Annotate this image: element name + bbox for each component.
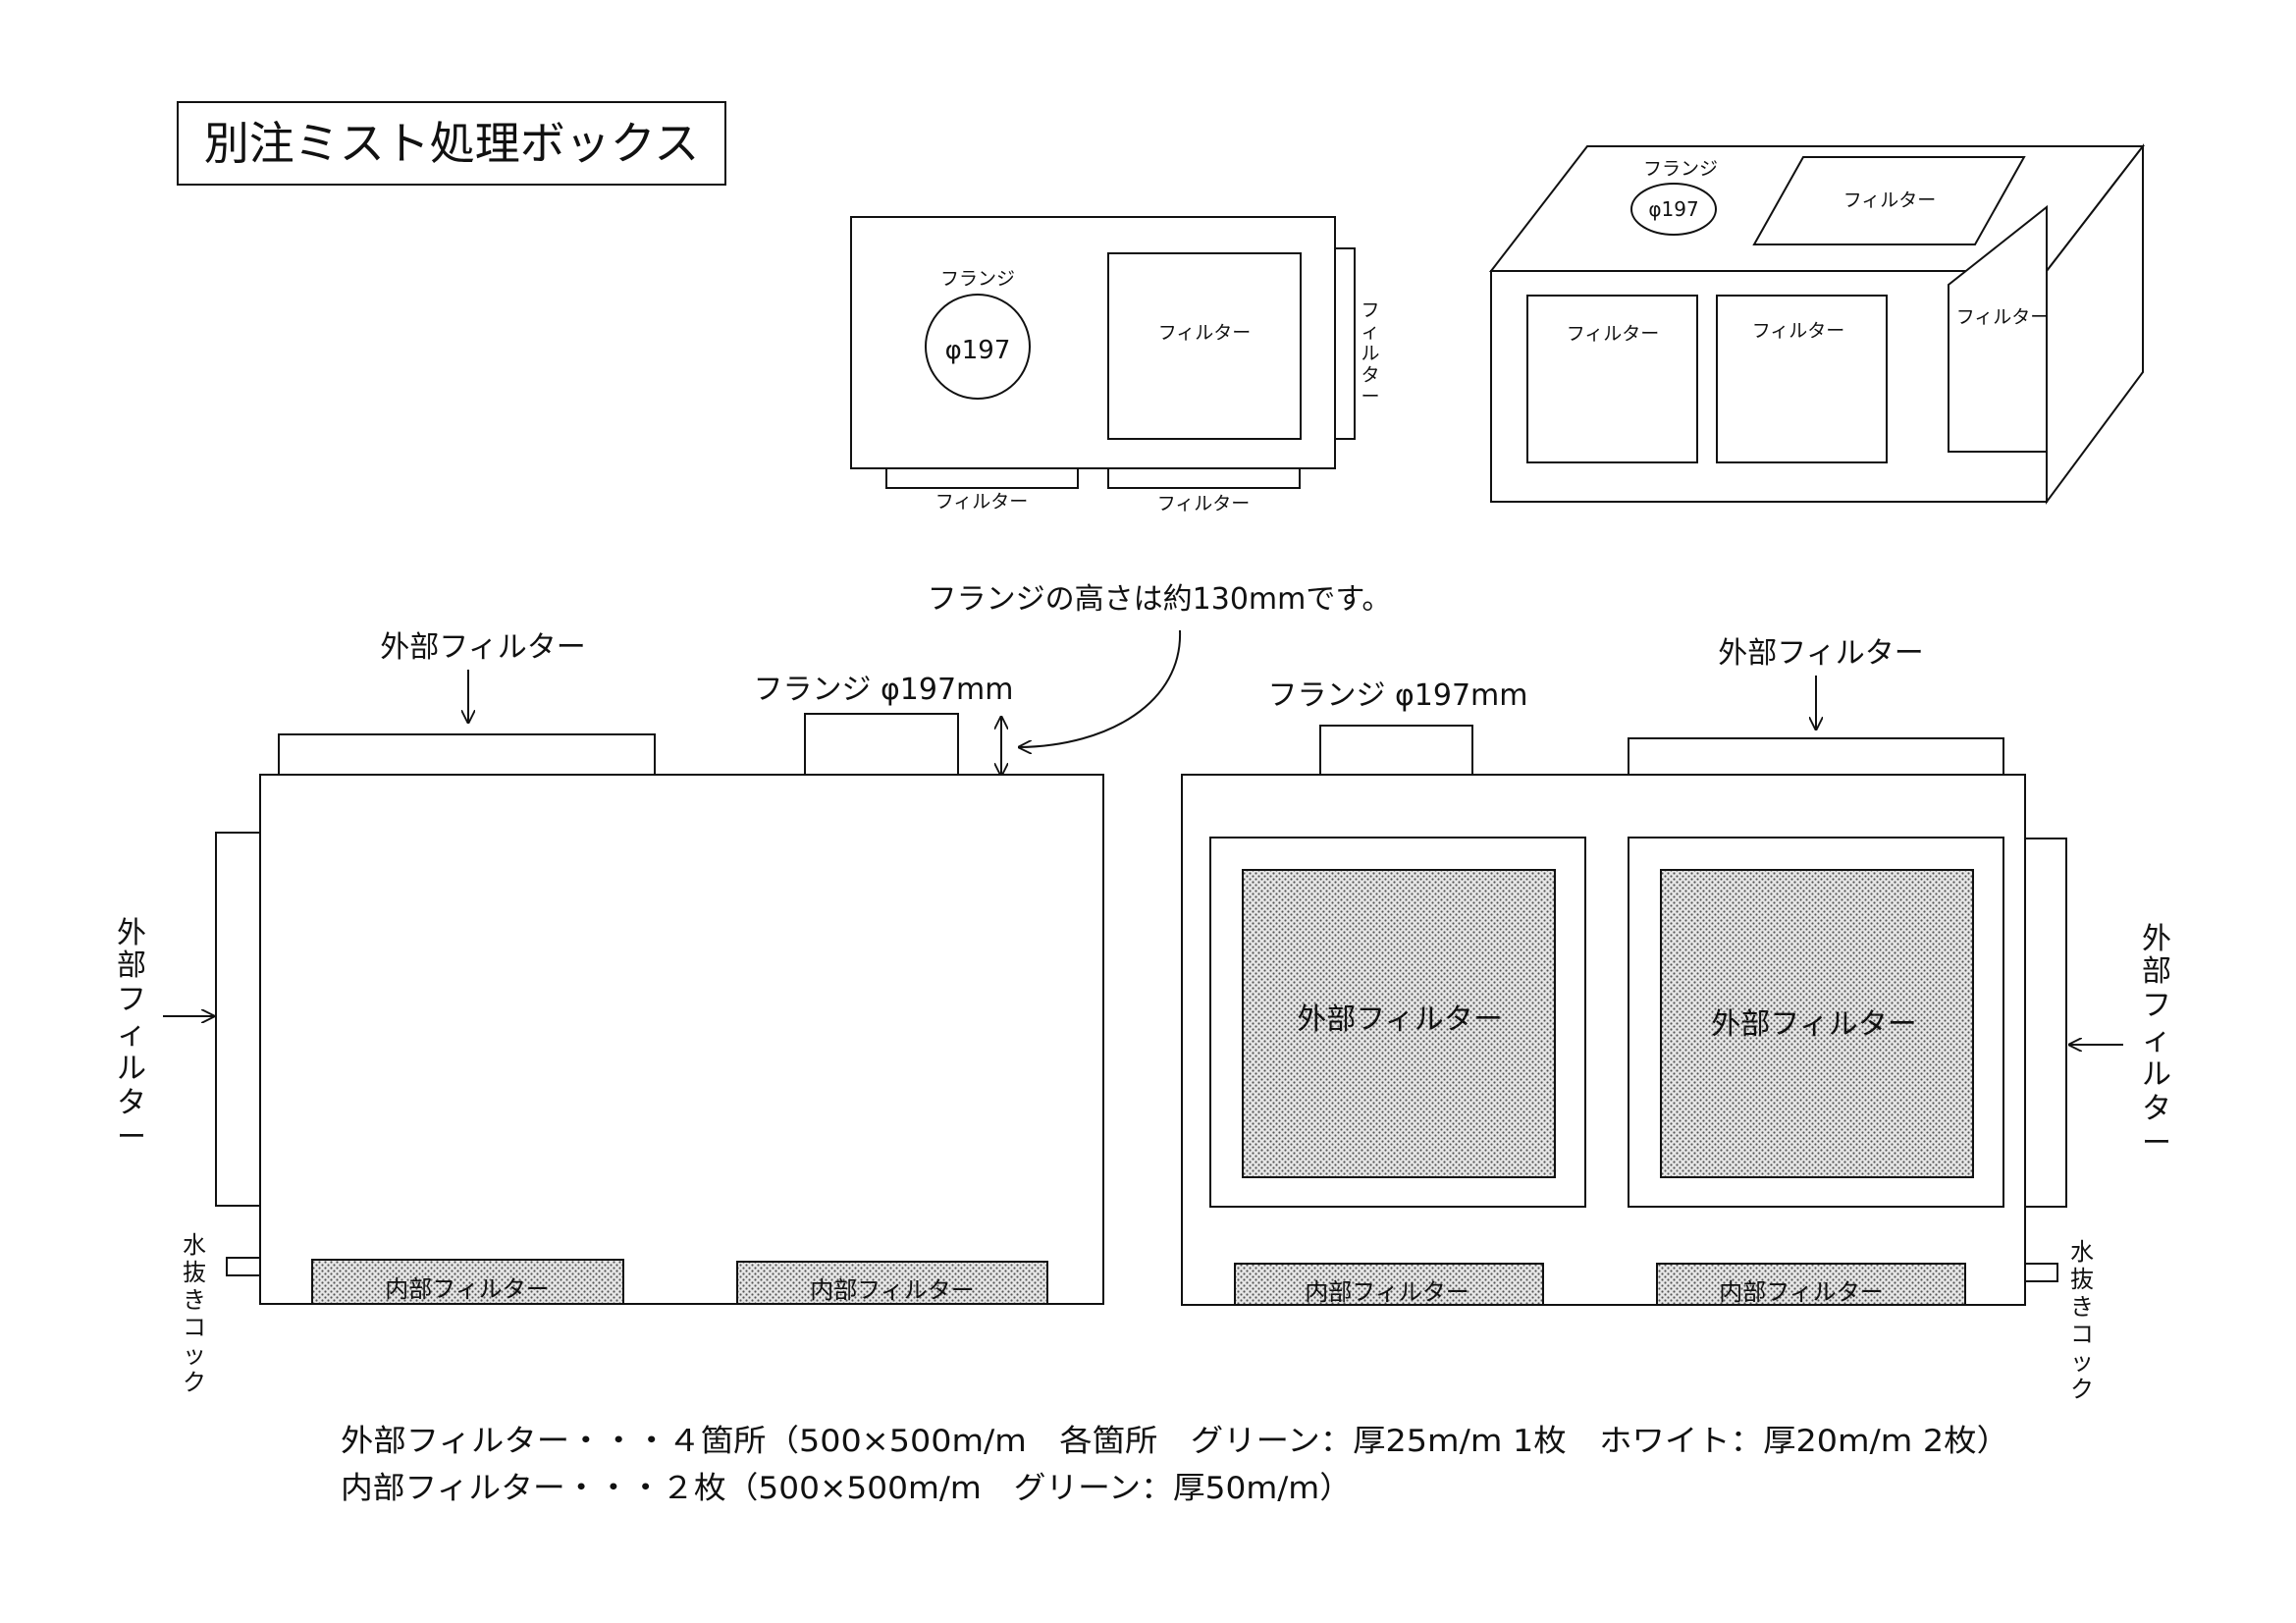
- svg-text:部: 部: [117, 948, 146, 983]
- right-internal-filter-1-label: 内部フィルター: [1305, 1278, 1469, 1306]
- left-top-external-filter-label: 外部フィルター: [380, 630, 585, 665]
- flange-diameter: φ197: [945, 336, 1011, 365]
- flange-height-arrow: [1019, 629, 1182, 747]
- iso-flange-diameter: φ197: [1648, 197, 1698, 221]
- svg-text:ル: ル: [117, 1052, 146, 1086]
- side-filter-vertical-label: フ ィ ル タ ー: [1361, 299, 1379, 407]
- iso-side-filter: [1948, 204, 2048, 453]
- right-external-filter-1-label: 外部フィルター: [1297, 1002, 1502, 1037]
- bottom-filter-right-label: フィルター: [1157, 493, 1251, 514]
- left-internal-filter-2-label: 内部フィルター: [810, 1276, 975, 1304]
- svg-text:ル: ル: [1361, 343, 1379, 364]
- svg-text:フ: フ: [2142, 989, 2171, 1023]
- right-elevation: 外部フィルター 外部フィルター 内部フィルター 内部フィルター フランジ φ19…: [1181, 636, 2171, 1403]
- flange-label: フランジ: [940, 268, 1015, 290]
- svg-text:外: 外: [117, 916, 146, 950]
- right-top-external-filter-label: 外部フィルター: [1718, 636, 1923, 671]
- top-view: フランジ φ197 フィルター フィルター フィルター フ ィ ル タ ー: [850, 216, 1380, 514]
- iso-top-filter-label: フィルター: [1843, 189, 1937, 211]
- left-flange-spec: フランジ φ197mm: [753, 673, 1013, 707]
- svg-text:ィ: ィ: [2142, 1023, 2171, 1057]
- bottom-filter-right: [1107, 467, 1301, 489]
- iso-flange: [1630, 183, 1717, 236]
- iso-front-filter-left-label: フィルター: [1567, 323, 1660, 345]
- title-block: 別注ミスト処理ボックス: [177, 101, 726, 186]
- svg-text:ク: ク: [183, 1369, 206, 1396]
- right-internal-filter-2: [1656, 1263, 1966, 1306]
- left-internal-filter-1-label: 内部フィルター: [385, 1275, 550, 1303]
- left-elevation: 内部フィルター 内部フィルター 外部フィルター フランジ φ197mm 外 部 …: [117, 630, 1104, 1396]
- svg-text:抜: 抜: [2070, 1266, 2094, 1293]
- right-top-external-filter: [1628, 737, 2004, 776]
- bottom-filter-left: [885, 467, 1079, 489]
- flange-height-callout: フランジの高さは約130mmです。: [928, 582, 1392, 776]
- flange-height-note: フランジの高さは約130mmです。: [928, 582, 1392, 617]
- left-internal-filter-2: [736, 1261, 1048, 1305]
- right-external-filter-2: [1660, 869, 1974, 1178]
- title-text: 別注ミスト処理ボックス: [204, 117, 700, 170]
- svg-text:水: 水: [183, 1231, 206, 1259]
- flange-circle: [925, 294, 1031, 400]
- svg-text:ィ: ィ: [1361, 321, 1379, 343]
- svg-text:タ: タ: [117, 1086, 146, 1120]
- svg-text:水: 水: [2070, 1238, 2094, 1266]
- left-internal-filter-1: [311, 1259, 624, 1305]
- svg-text:コ: コ: [2070, 1321, 2094, 1348]
- svg-text:ー: ー: [117, 1120, 146, 1155]
- iso-front-filter-right-label: フィルター: [1752, 320, 1845, 342]
- iso-flange-label: フランジ: [1643, 158, 1718, 180]
- left-top-external-filter: [278, 733, 656, 776]
- top-filter-panel: [1107, 252, 1302, 440]
- svg-text:外: 外: [2142, 922, 2171, 956]
- left-box-body: [259, 774, 1104, 1305]
- svg-text:抜: 抜: [183, 1259, 206, 1286]
- left-side-external-filter: [215, 832, 261, 1207]
- right-external-filter-2-label: 外部フィルター: [1711, 1007, 1916, 1042]
- left-drain-cock-vertical-label: 水 抜 き コ ッ ク: [183, 1231, 206, 1396]
- right-drain-cock-vertical-label: 水 抜 き コ ッ ク: [2070, 1238, 2094, 1403]
- right-external-filter-1: [1242, 869, 1556, 1178]
- iso-top-filter: [1752, 156, 2026, 245]
- spec-note-internal: 内部フィルター・・・２枚（500×500m/m グリーン：厚50m/m）: [341, 1471, 1352, 1506]
- svg-text:き: き: [2070, 1293, 2094, 1321]
- isometric-view: フランジ φ197 フィルター フィルター フィルター フィルター: [1488, 143, 2146, 506]
- svg-text:き: き: [183, 1286, 206, 1314]
- side-filter-right: [1334, 247, 1356, 440]
- right-drain-cock: [2024, 1263, 2058, 1282]
- svg-text:部: 部: [2142, 954, 2171, 989]
- svg-text:ッ: ッ: [183, 1341, 206, 1369]
- right-internal-filter-2-label: 内部フィルター: [1719, 1278, 1884, 1306]
- left-side-filter-vertical-label: 外 部 フ ィ ル タ ー: [117, 916, 146, 1155]
- svg-text:ー: ー: [2142, 1126, 2171, 1161]
- right-side-filter-vertical-label: 外 部 フ ィ ル タ ー: [2142, 922, 2171, 1161]
- right-side-external-filter: [2024, 838, 2067, 1208]
- svg-text:フ: フ: [1361, 299, 1379, 321]
- svg-text:タ: タ: [1361, 364, 1379, 386]
- bottom-filter-left-label: フィルター: [935, 491, 1029, 513]
- iso-side-filter-label: フィルター: [1956, 306, 2050, 328]
- right-flange-spec: フランジ φ197mm: [1267, 678, 1527, 713]
- svg-text:ク: ク: [2070, 1376, 2094, 1403]
- svg-text:ル: ル: [2142, 1057, 2171, 1092]
- iso-front-filter-right: [1716, 295, 1888, 463]
- svg-text:タ: タ: [2142, 1092, 2171, 1126]
- svg-text:フ: フ: [117, 983, 146, 1017]
- spec-note-external: 外部フィルター・・・４箇所（500×500m/m 各箇所 グリーン：厚25m/m…: [341, 1424, 2009, 1459]
- left-drain-cock: [226, 1257, 261, 1276]
- svg-text:ィ: ィ: [117, 1017, 146, 1052]
- svg-text:ー: ー: [1361, 386, 1379, 407]
- spec-notes: 外部フィルター・・・４箇所（500×500m/m 各箇所 グリーン：厚25m/m…: [341, 1424, 2009, 1506]
- right-flange: [1319, 725, 1473, 776]
- svg-text:ッ: ッ: [2070, 1348, 2094, 1376]
- svg-text:コ: コ: [183, 1314, 206, 1341]
- right-internal-filter-1: [1234, 1263, 1544, 1306]
- top-filter-label: フィルター: [1158, 322, 1252, 344]
- left-flange: [804, 713, 959, 776]
- iso-front-filter-left: [1526, 295, 1698, 463]
